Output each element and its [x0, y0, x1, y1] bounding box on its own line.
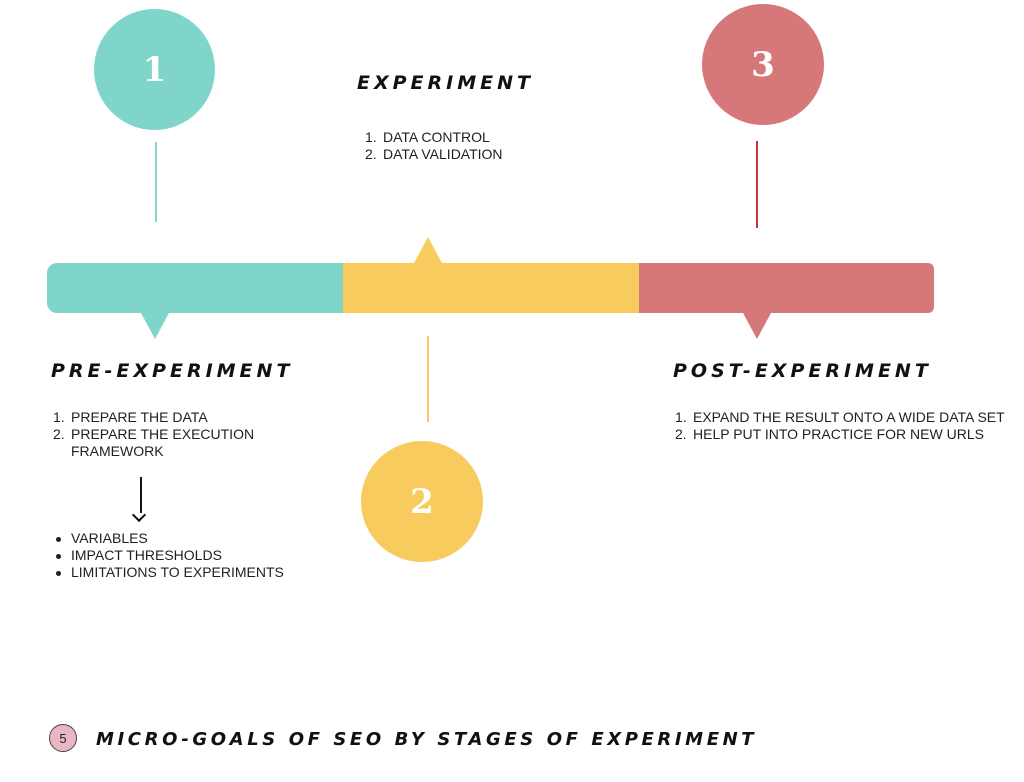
connector-line-stage-3 [756, 141, 758, 228]
post-experiment-list: 1.EXPAND THE RESULT ONTO A WIDE DATA SET… [675, 409, 1020, 443]
arrow-down-icon [140, 477, 142, 513]
list-item: 2.PREPARE THE EXECUTION FRAMEWORK [53, 426, 255, 459]
list-item: LIMITATIONS TO EXPERIMENTS [53, 564, 333, 581]
stage-2-circle: 2 [361, 441, 483, 562]
connector-line-stage-2 [427, 336, 429, 422]
timeline-segment-experiment [343, 263, 639, 313]
experiment-heading: EXPERIMENT [357, 72, 534, 94]
pointer-post-experiment [743, 313, 771, 339]
stage-1-circle: 1 [94, 9, 215, 130]
list-item: 1.PREPARE THE DATA [53, 409, 208, 425]
pre-experiment-sub-list: VARIABLES IMPACT THRESHOLDS LIMITATIONS … [53, 530, 333, 581]
list-item: 1.EXPAND THE RESULT ONTO A WIDE DATA SET [675, 409, 1005, 425]
pointer-experiment [414, 237, 442, 263]
timeline-segment-pre-experiment [47, 263, 343, 313]
pre-experiment-heading: PRE-EXPERIMENT [51, 360, 294, 382]
list-item: 2.DATA VALIDATION [365, 146, 503, 162]
pointer-pre-experiment [141, 313, 169, 339]
list-item: VARIABLES [53, 530, 333, 547]
footer-title: MICRO-GOALS OF SEO BY STAGES OF EXPERIME… [96, 729, 758, 750]
list-item: 1.DATA CONTROL [365, 129, 490, 145]
arrow-head-icon [131, 507, 147, 523]
connector-line-stage-1 [155, 142, 157, 222]
list-item: 2.HELP PUT INTO PRACTICE FOR NEW URLS [675, 426, 984, 442]
timeline-segment-post-experiment [639, 263, 934, 313]
list-item: IMPACT THRESHOLDS [53, 547, 333, 564]
post-experiment-heading: POST-EXPERIMENT [673, 360, 932, 382]
pre-experiment-list: 1.PREPARE THE DATA 2.PREPARE THE EXECUTI… [53, 409, 313, 460]
stage-3-circle: 3 [702, 4, 824, 125]
page-number-badge: 5 [49, 724, 77, 752]
experiment-list: 1.DATA CONTROL 2.DATA VALIDATION [365, 129, 625, 163]
